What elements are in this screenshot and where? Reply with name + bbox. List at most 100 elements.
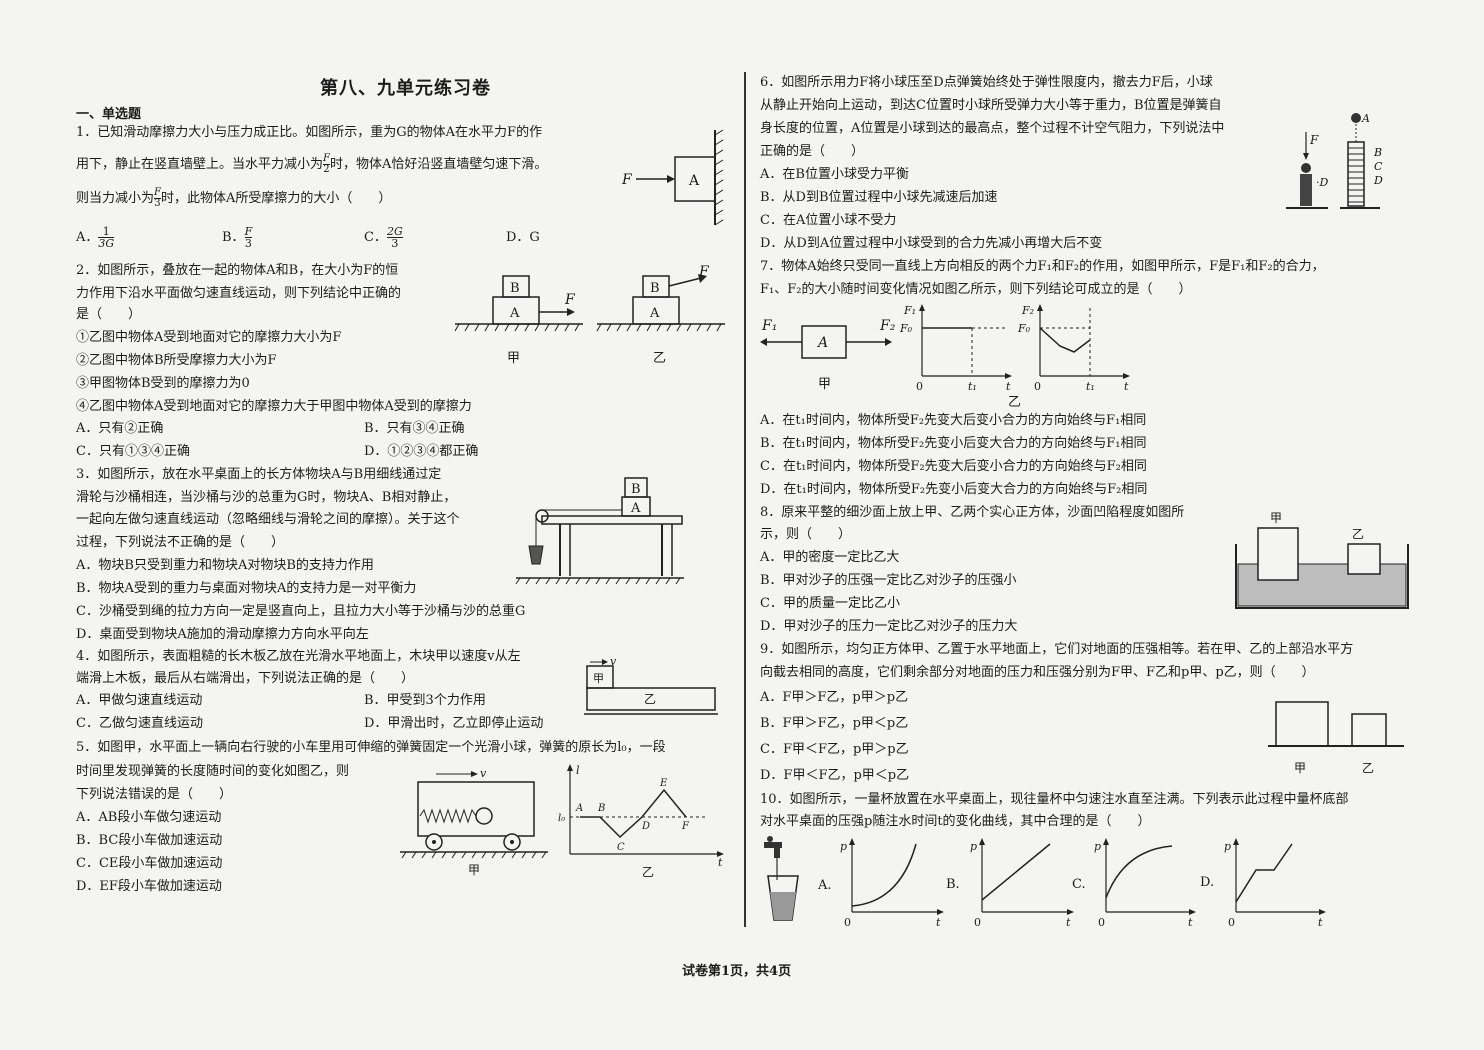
q2-option-c: C．只有①③④正确 — [76, 444, 190, 459]
q6-line1: 6．如图所示用力F将小球压至D点弹簧始终处于弹性限度内，撤去力F后，小球 — [760, 75, 1213, 90]
q7-fig-graph1-t: t — [1006, 380, 1011, 393]
q7-fig-a-label: A — [816, 335, 828, 351]
q7-fig-graph2-origin: 0 — [1034, 380, 1041, 393]
q3-option-a: A．物块B只受到重力和物块A对物块B的支持力作用 — [76, 558, 374, 573]
q8-line2: 示，则（ ） — [760, 527, 852, 542]
q9-line2: 向截去相同的高度，它们剩余部分对地面的压力和压强分别为F甲、F乙和p甲、p乙，则… — [760, 665, 1315, 680]
q2-figure: B A F 甲 B A F 乙 — [454, 264, 725, 366]
q5-option-c: C．CE段小车做加速运动 — [76, 856, 223, 871]
q2-option-d: D．①②③④都正确 — [364, 444, 479, 459]
q5-fig-f-label: F — [681, 821, 690, 832]
q10-c-p-label: p — [1094, 840, 1101, 853]
q8-fig-yi-label: 乙 — [1352, 527, 1364, 541]
q7-fig-graph2-f0-label: F₀ — [1017, 322, 1031, 335]
q10-d-t-label: t — [1318, 916, 1323, 929]
q7-fig-graph1-f1-label: F₁ — [903, 304, 916, 317]
q10-line1: 10．如图所示，一量杯放置在水平桌面上，现往量杯中匀速注水直至注满。下列表示此过… — [760, 792, 1349, 807]
q6-figure: F ·D A B C D — [1286, 112, 1383, 209]
q2-fig-yi-caption: 乙 — [653, 351, 666, 366]
q5-option-d: D．EF段小车做加速运动 — [76, 879, 222, 894]
q7-option-a: A．在t₁时间内，物体所受F₂先变大后变小合力的方向始终与F₁相同 — [760, 413, 1147, 428]
q5-fig-e-label: E — [659, 778, 668, 789]
q7-fig-graph2-f2-label: F₂ — [1021, 304, 1034, 317]
q10-b-origin: 0 — [974, 916, 981, 929]
q2-statement-4: ④乙图中物体A受到地面对它的摩擦力大于甲图中物体A受到的摩擦力 — [76, 399, 472, 414]
q9-figure: 甲 乙 — [1268, 701, 1404, 775]
q10-a-p-label: p — [840, 840, 847, 853]
q6-fig-c-label: C — [1374, 160, 1383, 173]
q2-fig-jia-b-label: B — [510, 281, 520, 296]
q2-fig-jia-a-label: A — [509, 306, 520, 321]
q7-fig-jia-caption: 甲 — [818, 377, 831, 392]
q10-c-origin: 0 — [1098, 916, 1105, 929]
q5-fig-a-label: A — [575, 803, 583, 814]
q3-line4: 过程，下列说法不正确的是（ ） — [76, 535, 285, 550]
q3-line2: 滑轮与沙桶相连，当沙桶与沙的总重为G时，物块A、B相对静止， — [76, 490, 457, 505]
q5-fig-b-label: B — [597, 803, 605, 814]
q3-option-b: B．物块A受到的重力与桌面对物块A的支持力是一对平衡力 — [76, 581, 417, 596]
q3-figure: B A — [515, 477, 684, 585]
q7-fig-graph1-t1: t₁ — [968, 380, 977, 393]
q5-fig-l0-label: l₀ — [558, 813, 565, 824]
q2-fig-yi-b-label: B — [650, 281, 660, 296]
q7-fig-yi-caption: 乙 — [1008, 395, 1021, 410]
q6-option-d: D．从D到A位置过程中小球受到的合力先减小再增大后不变 — [760, 236, 1103, 251]
q5-line1: 5．如图甲，水平面上一辆向右行驶的小车里用可伸缩的弹簧固定一个光滑小球，弹簧的原… — [76, 740, 666, 755]
q6-line3: 身长度的位置，A位置是小球到达的最高点，整个过程不计空气阻力，下列说法中 — [760, 121, 1225, 136]
q2-fig-jia-caption: 甲 — [507, 351, 520, 366]
q10-a-origin: 0 — [844, 916, 851, 929]
q2-line2: 力作用下沿水平面做匀速直线运动，则下列结论中正确的 — [76, 286, 402, 301]
q2-line3: 是（ ） — [76, 307, 142, 322]
q4-option-d: D．甲滑出时，乙立即停止运动 — [364, 716, 544, 731]
q5-fig-d-label: D — [641, 821, 650, 832]
q5-fig-c-label: C — [617, 842, 625, 853]
q5-option-b: B．BC段小车做加速运动 — [76, 833, 223, 848]
q8-option-d: D．甲对沙子的压力一定比乙对沙子的压力大 — [760, 619, 1018, 634]
q6-option-c: C．在A位置小球不受力 — [760, 213, 897, 228]
q2-option-b: B．只有③④正确 — [364, 421, 465, 436]
q4-fig-v-label: v — [610, 655, 617, 668]
q7-fig-graph2-t: t — [1124, 380, 1129, 393]
q5-fig-l-label: l — [576, 764, 580, 777]
q1-figure: F A — [621, 129, 724, 226]
q1-fig-f-label: F — [621, 172, 633, 188]
q6-option-b: B．从D到B位置过程中小球先减速后加速 — [760, 190, 998, 205]
q2-line1: 2．如图所示，叠放在一起的物体A和B，在大小为F的恒 — [76, 263, 399, 278]
q1-line1: 1．已知滑动摩擦力大小与压力成正比。如图所示，重为G的物体A在水平力F的作 — [76, 125, 543, 140]
q5-fig-jia-caption: 甲 — [468, 863, 480, 877]
q2-statement-3: ③甲图物体B受到的摩擦力为0 — [76, 376, 250, 391]
q4-fig-jia-label: 甲 — [593, 672, 604, 685]
q4-option-b: B．甲受到3个力作用 — [364, 693, 486, 708]
q9-fig-jia-label: 甲 — [1294, 761, 1306, 775]
q6-option-a: A．在B位置小球受力平衡 — [760, 167, 909, 182]
q9-option-b: B．F甲＞F乙，p甲＜p乙 — [760, 716, 909, 731]
section-heading: 一、单选题 — [76, 107, 142, 122]
q8-figure: 甲 乙 — [1235, 511, 1409, 609]
q7-line1: 7．物体A始终只受同一直线上方向相反的两个力F₁和F₂的作用，如图甲所示，F是F… — [760, 259, 1325, 274]
column-divider — [744, 72, 746, 927]
q8-line1: 8．原来平整的细沙面上放上甲、乙两个实心正方体，沙面凹陷程度如图所 — [760, 505, 1185, 520]
q4-option-a: A．甲做匀速直线运动 — [76, 693, 203, 708]
q4-option-c: C．乙做匀速直线运动 — [76, 716, 203, 731]
q9-option-d: D．F甲＜F乙，p甲＜p乙 — [760, 768, 910, 783]
q5-graph-figure: l t l₀ A B C D E F 乙 — [558, 764, 724, 879]
q2-statement-1: ①乙图中物体A受到地面对它的摩擦力大小为F — [76, 330, 342, 345]
q5-fig-v-label: v — [480, 767, 487, 780]
q3-line3: 一起向左做匀速直线运动（忽略细线与滑轮之间的摩擦）。关于这个 — [76, 512, 460, 527]
q10-option-b-label: B. — [946, 877, 960, 892]
q9-line1: 9．如图所示，均匀正方体甲、乙置于水平地面上，它们对地面的压强相等。若在甲、乙的… — [760, 642, 1354, 657]
q2-fig-jia-f-label: F — [564, 292, 576, 308]
q10-option-a-label: A. — [817, 878, 832, 893]
q10-option-d-label: D. — [1200, 875, 1214, 890]
q10-line2: 对水平桌面的压强p随注水时间t的变化曲线，其中合理的是（ ） — [760, 814, 1151, 829]
q10-option-c-label: C. — [1072, 877, 1086, 892]
q10-d-p-label: p — [1224, 840, 1231, 853]
q7-fig-graph2-t1: t₁ — [1086, 380, 1095, 393]
q4-line1: 4．如图所示，表面粗糙的长木板乙放在光滑水平地面上，木块甲以速度v从左 — [76, 649, 521, 664]
q6-fig-b-label: B — [1373, 146, 1382, 159]
